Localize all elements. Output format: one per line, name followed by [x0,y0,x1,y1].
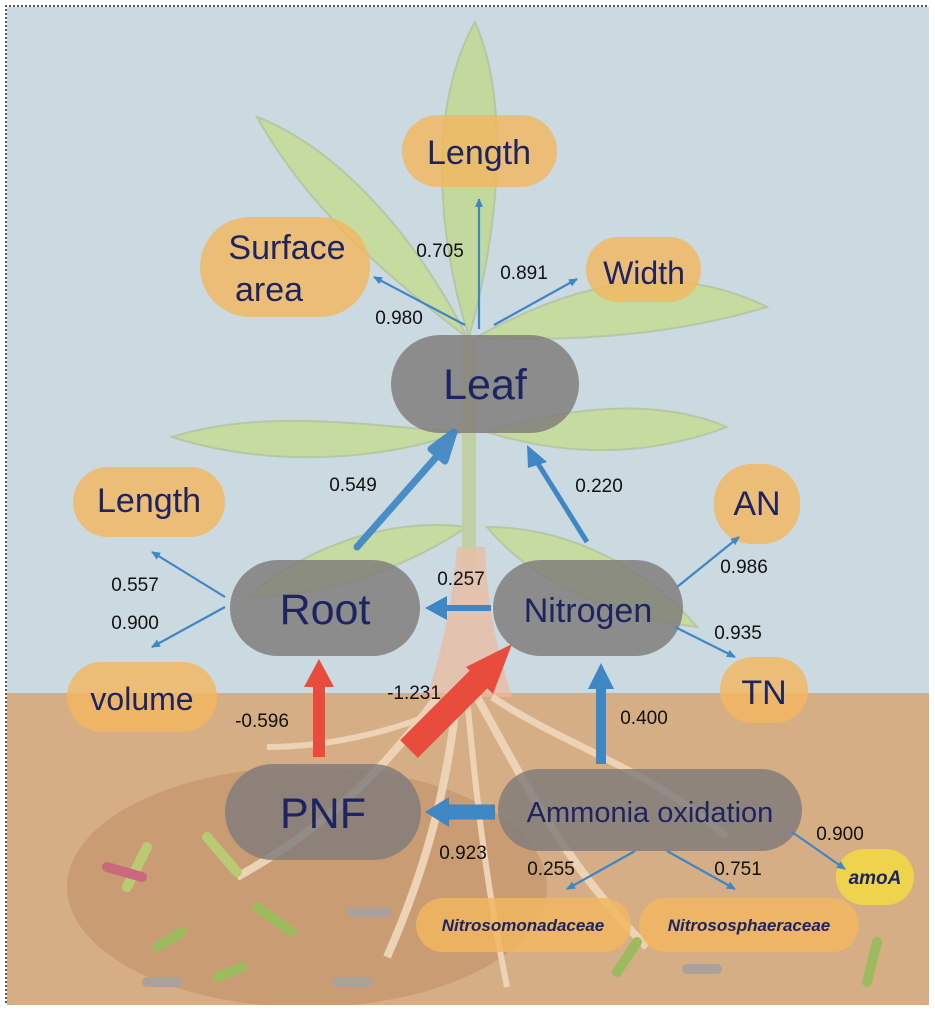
coef-leaf-surface-area: 0.980 [375,308,423,329]
root-node [230,560,420,656]
path-nitrogen-to-leaf-shaft [534,460,590,544]
tn-label: TN [741,674,786,712]
path-ammonia-to-nitrogen-head [588,663,614,689]
path-nitrogen-to-leaf-head [527,445,547,468]
nitrogen-node [493,560,683,656]
root-length-indicator [73,467,225,537]
coef-nitrogen-an: 0.986 [720,557,768,578]
nitrososphaeraceae-label: Nitrososphaeraceae [668,916,831,935]
an-indicator [714,464,800,544]
coef-nitrogen-root: 0.257 [437,569,485,590]
nitrosomonadaceae-indicator [416,898,631,952]
leaf-length-label: Length [427,134,531,172]
nitrososphaeraceae-indicator [639,898,859,952]
path-ammonia-to-pnf-head [425,797,449,827]
root-volume-indicator [67,662,217,732]
coef-ammonia-nitrogen: 0.400 [620,708,668,729]
arrow-ammonia-to-nitrosomonadaceae [566,850,636,890]
surface-area-label-line2: area [235,271,303,309]
arrow-leaf-to-surface-area [373,276,466,326]
leaf-label: Leaf [443,361,528,409]
tn-indicator [720,657,808,723]
path-root-to-leaf [353,428,458,551]
coef-ammonia-pnf: 0.923 [439,843,487,864]
nitrosomonadaceae-label: Nitrosomonadaceae [442,916,605,935]
figure-frame: Leaf Root Nitrogen PNF Ammonia oxidation… [5,5,929,1005]
coef-ammonia-nitrosomonadaceae: 0.255 [527,859,575,880]
coef-nitrogen-leaf: 0.220 [575,476,623,497]
path-pnf-to-nitrogen-head [466,644,512,694]
arrow-ammonia-to-nitrososphaeraceae [666,850,736,890]
pnf-label: PNF [280,790,366,838]
amoa-label: amoA [849,868,902,889]
leaf-node [391,335,579,433]
leaf-width-indicator [586,237,701,302]
arrow-nitrogen-to-an [676,536,740,588]
pnf-node [225,764,421,860]
arrow-ammonia-to-amoa [791,831,846,870]
arrow-nitrogen-to-tn [674,626,736,658]
coef-root-leaf: 0.549 [329,475,377,496]
surface-area-label-line1: Surface [228,229,345,267]
leaf-length-indicator [402,115,557,187]
coef-root-length: 0.557 [111,575,159,596]
nitrogen-label: Nitrogen [524,592,653,630]
root-volume-label: volume [90,681,193,717]
leaf-surface-area-indicator [200,217,370,317]
path-pnf-to-nitrogen-shaft [400,667,491,758]
root-label: Root [280,586,371,634]
sem-diagram: Leaf Root Nitrogen PNF Ammonia oxidation… [7,7,929,1005]
coef-nitrogen-tn: 0.935 [714,623,762,644]
leaf-width-label: Width [603,255,685,291]
coef-ammonia-amoa: 0.900 [816,824,864,845]
coef-ammonia-nitrososphaeraceae: 0.751 [714,859,762,880]
coef-leaf-width: 0.891 [500,263,548,284]
arrow-leaf-to-width [493,278,578,326]
ammonia-oxidation-label: Ammonia oxidation [527,797,774,829]
root-length-label: Length [97,482,201,520]
ammonia-oxidation-node [498,769,802,851]
path-pnf-to-root-head [304,659,334,687]
arrow-root-to-length [151,551,226,598]
path-nitrogen-to-root-head [425,596,447,620]
coef-leaf-length: 0.705 [416,241,464,262]
coef-pnf-root: -0.596 [235,711,289,732]
soil-background [7,693,929,1005]
amoa-indicator [836,849,914,905]
coef-root-volume: 0.900 [111,613,159,634]
arrow-root-to-volume [151,606,226,648]
coef-pnf-nitrogen: -1.231 [387,683,441,704]
an-label: AN [733,485,780,523]
